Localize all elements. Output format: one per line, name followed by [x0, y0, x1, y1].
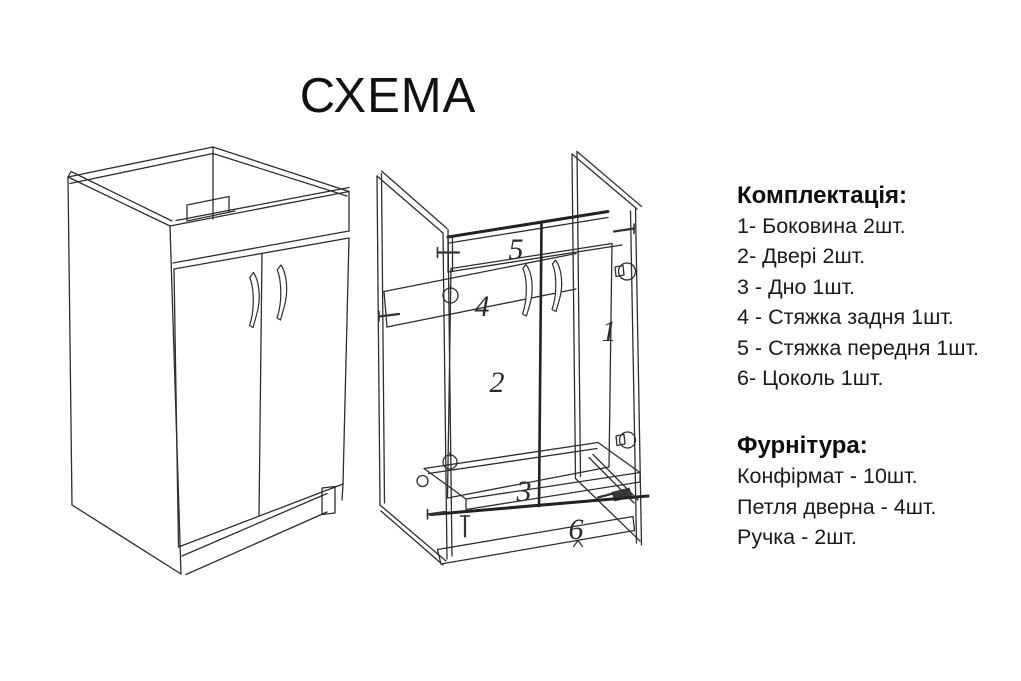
part-label-3: 3: [516, 475, 532, 508]
exploded-view-drawing: 5 4 1 2 3 6: [376, 150, 650, 566]
hardware-heading: Фурнітура:: [737, 432, 868, 460]
assembled-cabinet-drawing: [67, 146, 350, 576]
front-tie: [436, 210, 623, 273]
cam-lock-icon: [442, 454, 458, 470]
parts-text-column: Комплектація: 1- Боковина 2шт. 2- Двері …: [737, 180, 1017, 553]
part-label-5: 5: [509, 233, 524, 266]
left-side-panel: [376, 170, 453, 566]
hardware-list: Фурнітура: Конфірмат - 10шт. Петля дверн…: [737, 430, 1017, 552]
hardware-item: Петля дверна - 4шт.: [737, 494, 937, 519]
door-handle-icon: [551, 259, 563, 313]
right-side-panel: [67, 146, 350, 220]
bottom-panel: [416, 441, 650, 538]
confirmat-screw-icon: [596, 492, 615, 499]
door-handle-icon: [248, 271, 260, 329]
kit-item: 1- Боковина 2шт.: [737, 214, 906, 238]
hinge-icon: [618, 431, 637, 449]
part-label-2: 2: [490, 366, 505, 399]
part-labels: 5 4 1 2 3 6: [475, 233, 617, 546]
kit-item: 3 - Дно 1шт.: [737, 274, 856, 299]
kit-item: 4 - Стяжка задня 1шт.: [737, 305, 954, 330]
kit-item: 2- Двері 2шт.: [737, 244, 866, 269]
kit-list: Комплектація: 1- Боковина 2шт. 2- Двері …: [737, 180, 1017, 393]
plinth: [181, 483, 344, 576]
door-handle-icon: [276, 264, 288, 321]
right-side-panel: [571, 150, 643, 546]
confirmat-screw-icon: [612, 227, 636, 233]
doors: [173, 237, 350, 548]
cam-lock-icon: [416, 474, 429, 488]
rear-tie: [186, 195, 236, 222]
left-side-panel: [67, 170, 182, 575]
confirmat-screw-icon: [426, 510, 447, 516]
confirmat-screw-icon: [377, 312, 401, 318]
part-label-4: 4: [475, 290, 490, 323]
doors: [446, 221, 613, 508]
hardware-item: Конфірмат - 10шт.: [737, 464, 918, 489]
kit-item: 6- Цоколь 1шт.: [737, 366, 884, 391]
door-handle-icon: [521, 263, 533, 317]
plinth: [436, 515, 636, 565]
hardware-item: Ручка - 2шт.: [737, 525, 857, 550]
kit-item: 5 - Стяжка передня 1шт.: [737, 335, 979, 360]
page-title: СХЕМА: [299, 69, 477, 123]
part-label-1: 1: [602, 315, 617, 348]
front-tie-apron: [169, 186, 350, 270]
part-label-6: 6: [569, 513, 584, 546]
kit-heading: Комплектація:: [737, 182, 908, 209]
hinge-icon: [617, 262, 637, 281]
